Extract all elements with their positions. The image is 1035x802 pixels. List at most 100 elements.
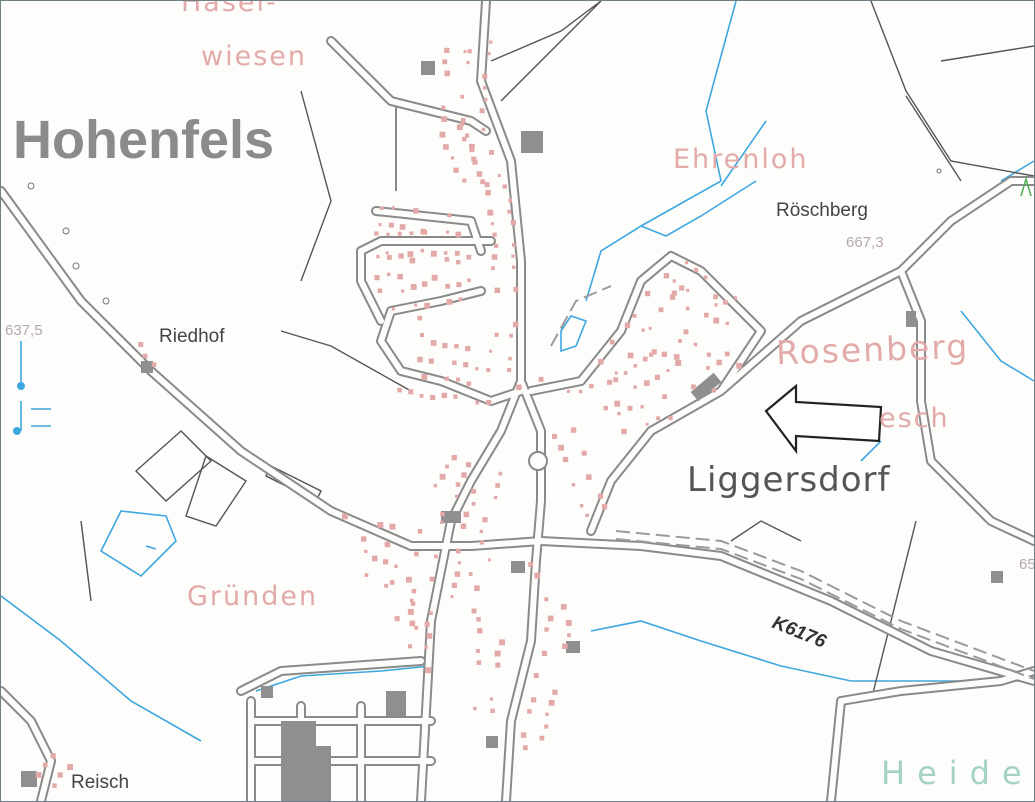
house-marker <box>497 174 501 178</box>
house-marker <box>586 474 592 480</box>
house-marker <box>713 317 720 324</box>
house-marker <box>454 344 459 349</box>
house-marker <box>495 483 500 488</box>
house-marker <box>476 617 481 622</box>
house-marker <box>430 250 437 257</box>
house-marker <box>724 351 730 357</box>
label-riedhof: Riedhof <box>159 326 225 347</box>
house-marker <box>430 394 436 400</box>
house-marker <box>641 328 645 332</box>
house-marker <box>451 582 457 588</box>
arrow-icon <box>764 383 883 455</box>
house-marker <box>494 243 499 248</box>
label-rosenberg: Rosenberg <box>775 326 970 373</box>
dark-buildings <box>21 61 1003 801</box>
house-marker <box>429 576 435 582</box>
house-marker <box>430 340 437 346</box>
house-marker <box>648 326 652 330</box>
house-marker <box>409 231 414 236</box>
house-marker <box>491 254 498 260</box>
house-marker <box>443 144 449 150</box>
house-marker <box>456 282 462 288</box>
house-marker <box>409 620 416 627</box>
house-marker <box>498 471 503 476</box>
house-marker <box>544 627 549 632</box>
house-marker <box>442 343 448 349</box>
roundabout <box>528 451 548 471</box>
house-marker <box>461 472 467 478</box>
house-marker <box>533 673 539 679</box>
house-marker <box>451 455 457 461</box>
house-marker <box>391 206 395 210</box>
house-marker <box>377 522 384 528</box>
house-marker <box>482 517 488 523</box>
house-marker <box>520 732 527 738</box>
house-marker <box>547 615 554 622</box>
house-marker <box>685 261 689 265</box>
house-marker <box>571 483 576 487</box>
house-marker <box>507 209 512 214</box>
house-marker <box>482 86 487 90</box>
house-marker <box>513 286 519 292</box>
house-marker <box>456 260 461 265</box>
house-marker <box>446 299 453 305</box>
label-haselwiesen-bottom: wiesen <box>201 41 307 72</box>
survey-markers <box>27 168 942 305</box>
house-marker <box>485 190 491 196</box>
house-marker <box>446 230 450 234</box>
house-marker <box>658 307 664 313</box>
house-marker <box>716 359 722 366</box>
house-marker <box>706 366 710 370</box>
label-haselwiesen-top: Hasel- <box>181 0 278 18</box>
house-marker <box>456 124 463 131</box>
house-marker <box>364 573 369 577</box>
house-marker <box>614 400 621 407</box>
house-marker <box>579 504 584 508</box>
house-marker <box>673 354 680 360</box>
house-marker <box>420 248 425 253</box>
house-marker <box>607 379 613 385</box>
house-marker <box>486 368 491 373</box>
house-marker <box>443 251 448 255</box>
house-marker <box>376 255 380 259</box>
house-marker <box>479 529 483 533</box>
house-marker <box>714 303 718 307</box>
house-marker <box>399 224 406 230</box>
house-marker <box>545 712 549 716</box>
house-marker <box>570 427 577 433</box>
house-marker <box>642 356 648 362</box>
house-marker <box>454 494 458 498</box>
house-marker <box>475 649 480 653</box>
house-marker <box>468 572 473 576</box>
house-marker <box>457 561 461 565</box>
house-marker <box>460 523 467 529</box>
house-marker <box>384 541 391 548</box>
house-marker <box>621 428 627 435</box>
house-marker <box>597 493 604 499</box>
house-marker <box>627 352 634 359</box>
house-marker <box>538 376 544 382</box>
house-marker <box>378 223 382 227</box>
house-marker <box>434 554 438 559</box>
house-marker <box>623 371 628 375</box>
house-marker <box>531 697 537 703</box>
house-marker <box>401 289 405 293</box>
house-marker <box>541 650 548 656</box>
house-marker <box>429 611 433 615</box>
house-marker <box>490 708 495 714</box>
house-marker <box>455 482 461 487</box>
house-marker <box>466 61 470 65</box>
house-marker <box>487 558 491 562</box>
house-marker <box>552 433 558 439</box>
house-marker <box>477 628 483 634</box>
house-marker <box>413 208 419 214</box>
house-marker <box>578 389 583 394</box>
house-marker <box>463 362 469 368</box>
house-marker <box>364 549 368 554</box>
house-marker <box>512 243 516 247</box>
house-marker <box>581 450 587 456</box>
house-marker <box>711 388 716 393</box>
house-marker <box>444 70 450 77</box>
house-marker <box>475 367 479 371</box>
house-marker <box>508 198 513 203</box>
